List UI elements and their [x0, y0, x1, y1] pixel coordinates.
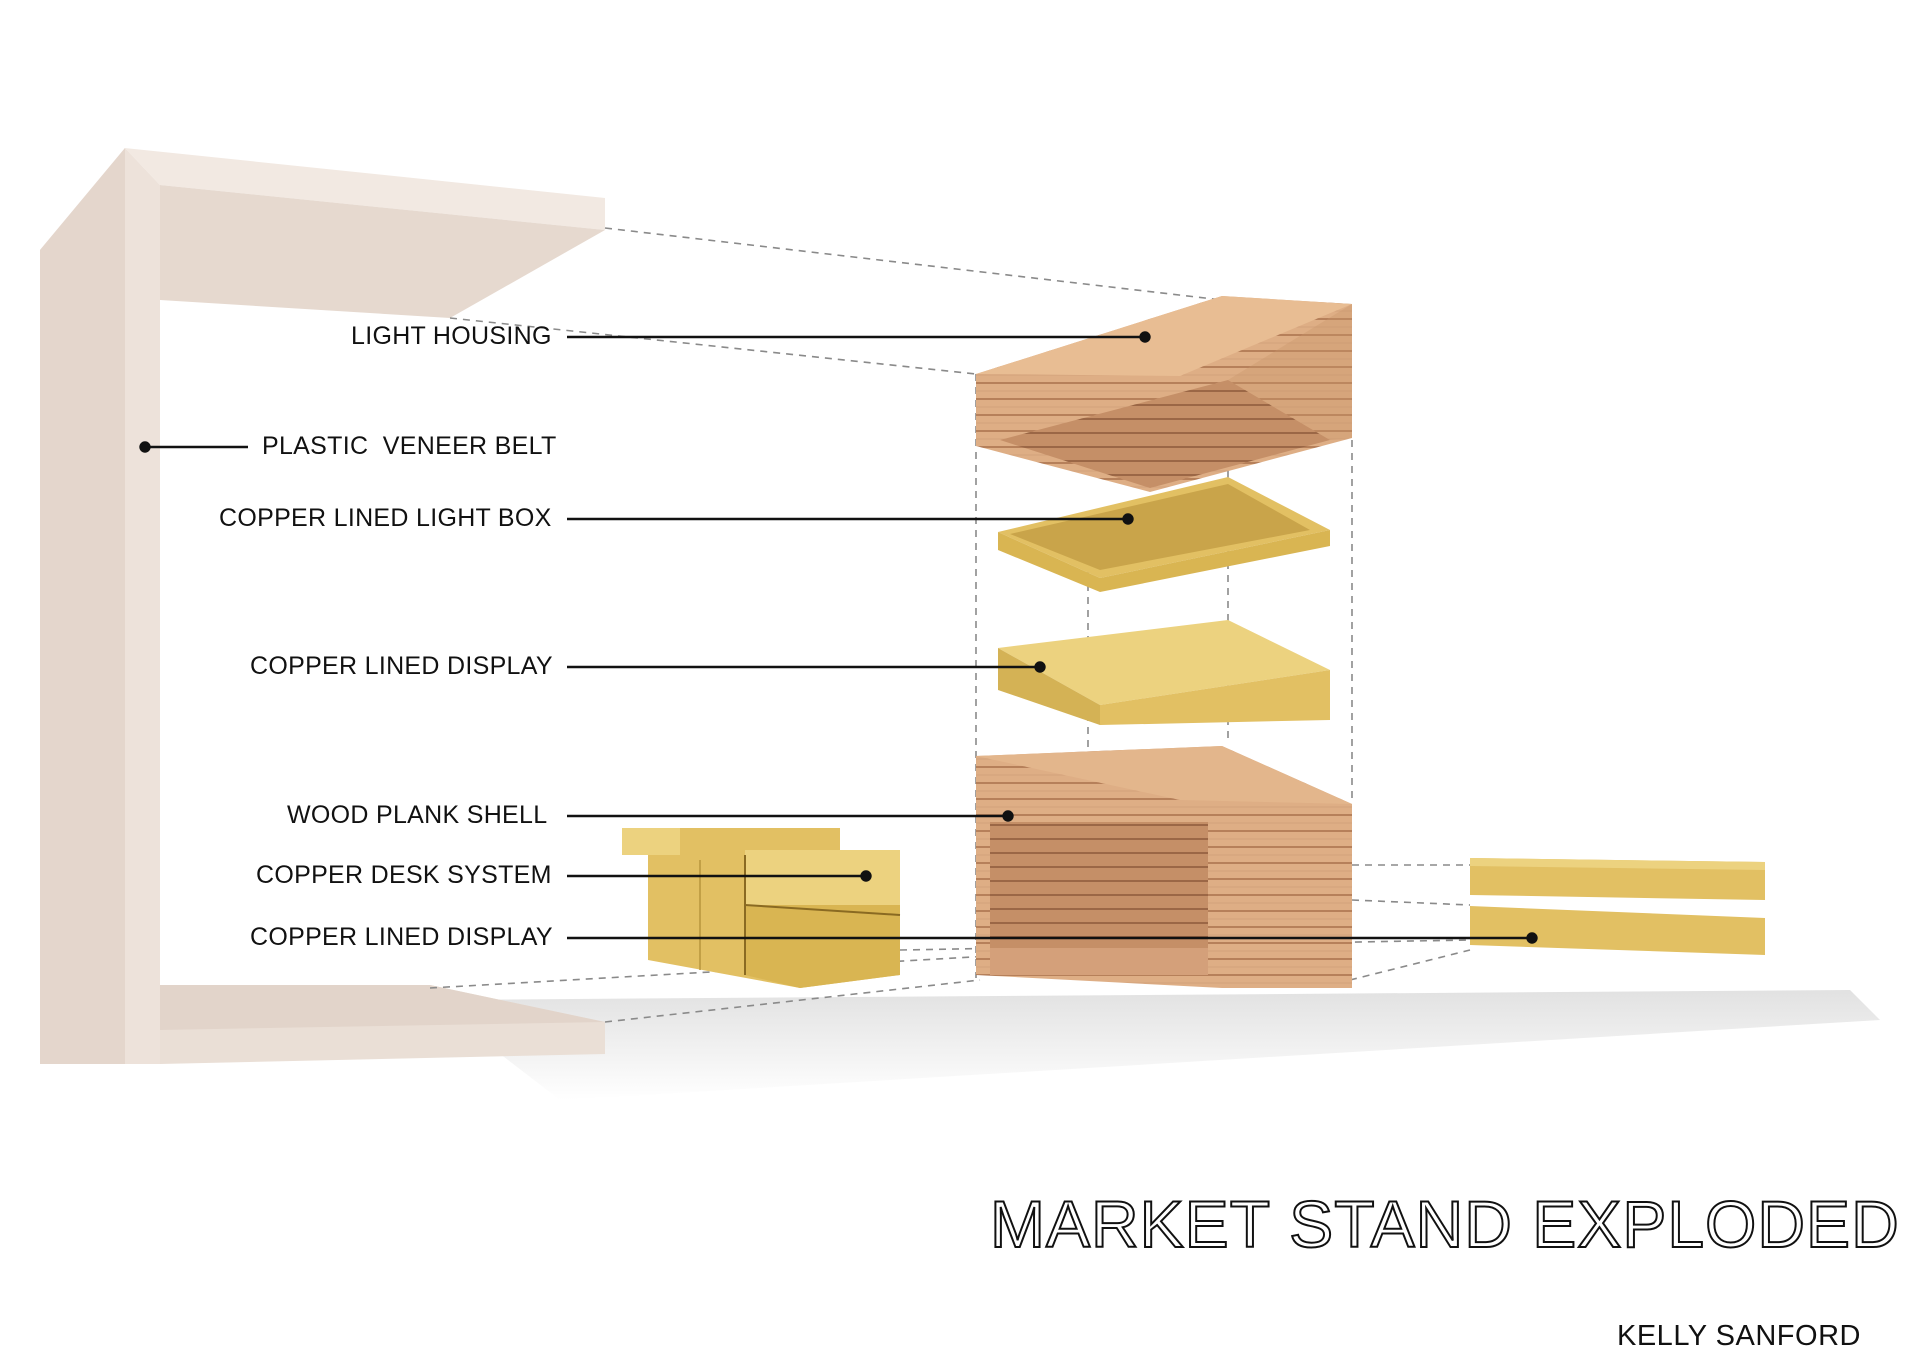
label-wood-plank-shell: WOOD PLANK SHELL: [287, 801, 547, 830]
diagram-title: MARKET STAND EXPLODED: [990, 1186, 1900, 1262]
light-housing: [976, 296, 1352, 492]
label-copper-lined-display-lower: COPPER LINED DISPLAY: [250, 923, 553, 952]
label-light-housing: LIGHT HOUSING: [351, 322, 552, 351]
copper-desk-system: [622, 828, 900, 988]
floor-shadow: [430, 990, 1880, 1100]
copper-lined-light-box: [998, 477, 1330, 592]
label-copper-desk-system: COPPER DESK SYSTEM: [256, 861, 552, 890]
label-copper-lined-display-upper: COPPER LINED DISPLAY: [250, 652, 553, 681]
label-copper-lined-light-box: COPPER LINED LIGHT BOX: [219, 504, 552, 533]
copper-lined-display-lower: [1470, 858, 1765, 955]
copper-lined-display-upper: [998, 620, 1330, 725]
label-plastic-veneer-belt: PLASTIC VENEER BELT: [262, 432, 557, 461]
author-name: KELLY SANFORD: [1617, 1320, 1861, 1353]
wood-plank-shell: [976, 746, 1352, 988]
